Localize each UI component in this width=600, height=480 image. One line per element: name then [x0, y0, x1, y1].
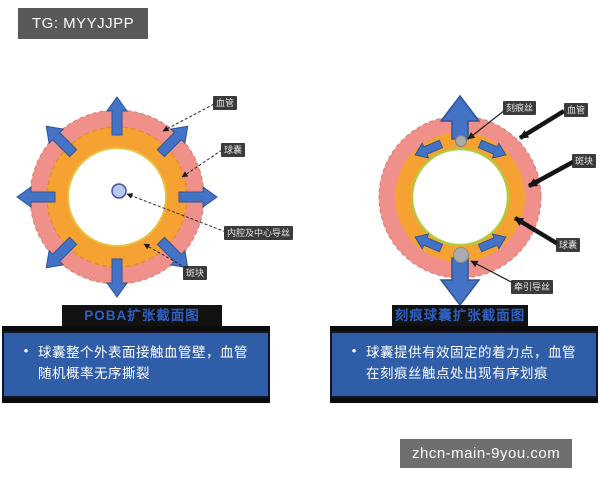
label-traction-wire-right: 牵引导丝 [511, 280, 554, 294]
label-scoring-wire-right: 刻痕丝 [503, 101, 537, 115]
poba-cross-section [16, 96, 227, 298]
scored-note-box: • 球囊提供有效固定的着力点，血管在刻痕丝触点处出现有序划痕 [330, 331, 598, 398]
watermark-badge: zhcn-main-9you.com [400, 439, 573, 468]
leader-traction-wire [470, 260, 516, 285]
scored-balloon-cross-section [378, 94, 575, 307]
leader-vessel [518, 109, 566, 140]
label-balloon-left: 球囊 [221, 143, 246, 157]
scored-note-text: 球囊提供有效固定的着力点，血管在刻痕丝触点处出现有序划痕 [366, 345, 576, 381]
leader-plaque [143, 243, 187, 269]
scoring-wire-dot-top [455, 135, 467, 147]
left-diagram-title: POBA扩张截面图 [62, 305, 222, 326]
balloon-surface [410, 147, 510, 247]
leader-vessel [162, 103, 215, 132]
leader-scoring-wire [467, 109, 506, 140]
bullet-point: • [23, 343, 29, 358]
label-lumen-wire-left: 内腔及中心导丝 [224, 226, 294, 240]
label-plaque-right: 斑块 [572, 154, 597, 168]
bullet-point: • [351, 343, 357, 358]
label-balloon-right: 球囊 [556, 238, 581, 252]
guidewire-dot [111, 183, 127, 199]
right-diagram-title: 刻痕球囊扩张截面图 [392, 305, 528, 326]
traction-wire-dot-bottom [453, 247, 469, 263]
leader-plaque [527, 160, 575, 188]
label-plaque-left: 斑块 [183, 266, 208, 280]
poba-note-text: 球囊整个外表面接触血管壁，血管随机概率无序撕裂 [38, 345, 248, 381]
leader-balloon [513, 216, 560, 246]
tg-badge: TG: MYYJJPP [18, 8, 149, 39]
leader-balloon [181, 149, 223, 178]
label-vessel-right: 血管 [564, 103, 589, 117]
poba-note-box: • 球囊整个外表面接触血管壁，血管随机概率无序撕裂 [2, 331, 270, 398]
leader-lumen-wire [126, 193, 227, 233]
label-vessel-left: 血管 [213, 96, 238, 110]
